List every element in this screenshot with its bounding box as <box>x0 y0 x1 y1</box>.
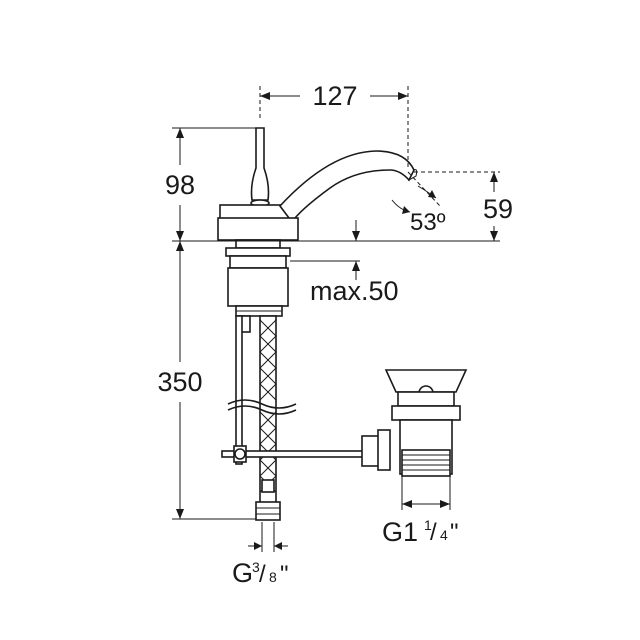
spout-angle-label: 53º <box>410 209 446 236</box>
dimension-lines <box>172 86 500 552</box>
mixer-tap <box>217 127 418 317</box>
supply-thread-frac-num: 3 <box>252 559 260 575</box>
waste-thread-frac-den: 4 <box>440 527 448 543</box>
waste-thread-frac-num: 1 <box>424 517 432 533</box>
waste-thread-label: G1 1 / 4 " <box>382 517 459 547</box>
waste-thread-frac-sep: / <box>430 519 437 546</box>
lever-handle <box>250 127 270 201</box>
flexible-hoses <box>227 315 297 521</box>
supply-thread-label: G 3 / 8 " <box>232 558 289 588</box>
waste-thread-main: G1 <box>382 517 418 547</box>
total-length-label: 350 <box>157 367 202 397</box>
deck-thickness-label: max.50 <box>310 276 399 306</box>
supply-thread-frac-sep: / <box>259 561 266 588</box>
supply-thread-frac-den: 8 <box>269 569 277 585</box>
supply-thread-quote: " <box>280 561 289 588</box>
pop-up-rod <box>235 315 243 465</box>
hose-fitting <box>255 501 281 521</box>
spout <box>278 150 415 224</box>
spout-height-label: 59 <box>483 194 513 224</box>
tap-body-base <box>217 217 299 241</box>
waste-thread-quote: " <box>450 519 459 546</box>
lever-height-label: 98 <box>165 170 195 200</box>
fixing-nut <box>227 267 289 307</box>
pop-up-waste <box>221 369 468 477</box>
waste-flange <box>384 369 468 393</box>
spout-reach-label: 127 <box>312 81 357 111</box>
tap-body-top <box>219 204 291 220</box>
supply-thread-main: G <box>232 558 253 588</box>
